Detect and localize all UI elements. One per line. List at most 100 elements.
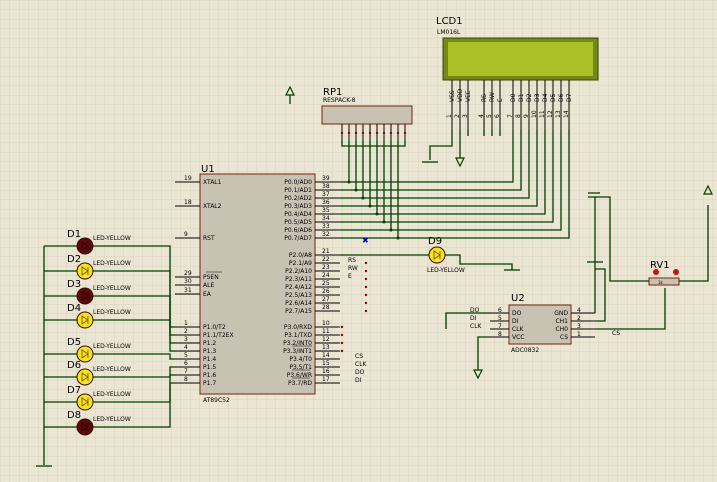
net-dot [364,285,368,289]
u1-pin-number: 6 [184,360,188,367]
d5-bus-wire [340,130,554,223]
d4-bus-wire [340,130,546,215]
u2-pin-name: GND [554,310,568,317]
wires: ✖ [43,95,709,465]
u1-pin-number: 27 [322,296,330,303]
net-label: DO [470,307,480,314]
diode-symbol-icon [81,349,89,359]
power-terminal-icon [703,184,713,195]
led-body [76,311,94,329]
lcd-pin-number: 6 [494,114,501,118]
u2-do-wire [445,312,490,329]
u1-right-pins: 39P0.0/AD038P0.1/AD137P0.2/AD236P0.3/AD3… [206,175,340,387]
junction-dot [389,228,393,232]
u1-pin-name: P1.3 [203,348,216,355]
d1-bus-wire [340,130,522,191]
lcd-pin-name: D2 [526,93,533,102]
u1-pin-number: 15 [322,360,330,367]
u1-pin-name: XTAL2 [203,203,222,210]
u1-pin-number: 39 [322,175,330,182]
net-dot [340,341,344,345]
rp1-ref: RP1 [323,87,342,98]
u1-pin-number: 13 [322,344,330,351]
rv1-body [648,277,680,286]
lcd-pin-number: 14 [563,110,570,118]
u1-pin-name: PSEN [203,274,219,281]
net-label: CS [612,330,620,337]
led-ref: D6 [67,360,81,371]
lcd-pin-name: RS [481,94,488,102]
u2-part: ADC0832 [511,347,539,354]
led-part: LED-YELLOW [93,416,131,423]
lcd1-ref: LCD1 [436,16,463,27]
lcd-pin-number: 5 [486,114,493,118]
u2-pin-name: CS [560,334,568,341]
led-body [76,418,94,436]
led-body [76,287,94,305]
u1-pin-number: 28 [322,304,330,311]
u1-pin-number: 31 [184,287,192,294]
diode-symbol-icon [81,266,89,276]
u1-pin-number: 18 [184,199,192,206]
rv1-value: 1k [658,280,664,285]
diode-symbol-icon [81,315,89,325]
lcd-pin-number: 8 [515,114,522,118]
led-ref: D3 [67,279,81,290]
u1-pin-name: P0.1/AD1 [284,187,312,194]
lcd1-display[interactable]: LCD1 LM016L VSS1VDD2VEE3RS4RW5E6D07D18D2… [436,16,599,130]
u1-pin-name: P3.1/TXD [284,332,312,339]
net-dot [364,309,368,313]
u2-ch1-wire [595,268,606,322]
rp1-resistor-pack[interactable]: RP1 RESPACK-8 [321,87,413,140]
net-dot [364,293,368,297]
u1-pin-name: RST [203,235,215,242]
u2-pin-number: 5 [498,315,502,322]
lcd-pin-number: 11 [539,110,546,118]
u2-pin-number: 7 [498,323,502,330]
u1-pin-name: P1.4 [203,356,216,363]
rp1-pins [340,124,407,140]
u1-pin-name: EA [203,291,212,298]
rp1-pin-dot [396,131,400,135]
net-label: CLK [470,323,483,330]
u1-pin-name: XTAL1 [203,179,222,186]
ground-and-power-terminals [36,85,713,467]
led-to-p1-wire [93,319,175,352]
u1-pin-name: P1.6 [203,372,216,379]
diode-symbol-icon [81,291,89,301]
u1-pin-number: 35 [322,207,330,214]
u1-pin-number: 37 [322,191,330,198]
u1-pin-name: P3.4/T0 [289,356,312,363]
u1-pin-name: P2.4/A12 [285,284,312,291]
u1-pin-number: 5 [184,352,188,359]
led-body [76,237,94,255]
u2-pin-number: 3 [577,323,581,330]
junction-marker: ✖ [362,236,369,245]
led-body [428,246,446,264]
junction-dot [361,196,365,200]
u2-pin-name: CLK [512,326,525,333]
u2-pin-name: DI [512,318,519,325]
junction-dot [368,204,372,208]
lcd-pin-number: 1 [446,114,453,118]
junction-dot [354,188,358,192]
rp1-pin-dot [354,131,358,135]
rp1-pin-dot [340,131,344,135]
lcd-pin-number: 13 [555,110,562,118]
rp1-part: RESPACK-8 [323,97,356,104]
led-part: LED-YELLOW [427,267,465,274]
u1-pin-number: 36 [322,199,330,206]
d2-bus-wire [340,130,530,199]
u1-pin-number: 16 [322,368,330,375]
rv1-ref: RV1 [650,260,670,271]
u1-mcu[interactable]: U1 AT89C52 19XTAL118XTAL29RST29PSEN30ALE… [175,164,340,404]
u1-pin-number: 23 [322,264,330,271]
u1-pin-number: 4 [184,344,188,351]
